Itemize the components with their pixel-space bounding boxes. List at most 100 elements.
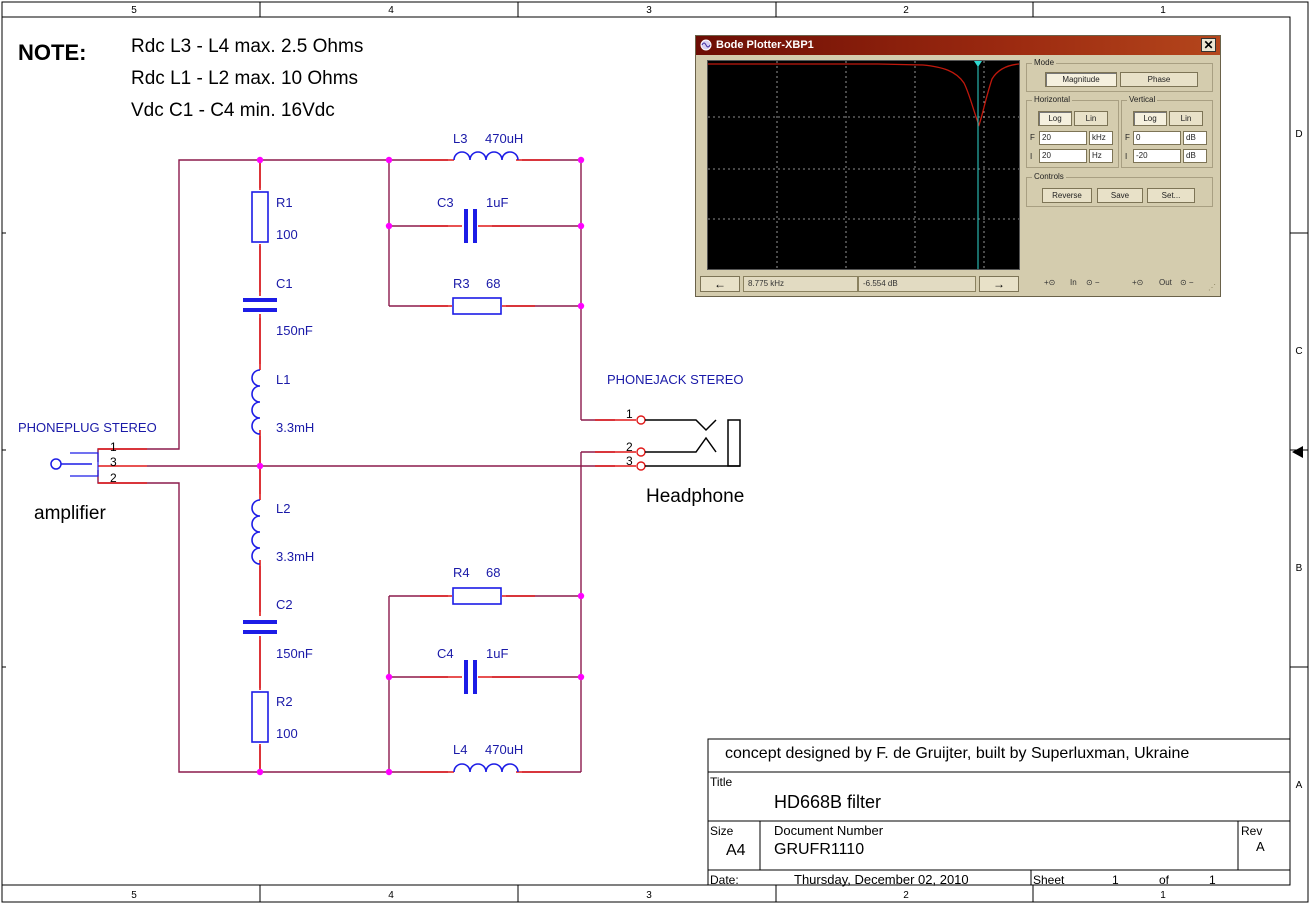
junction-dot bbox=[577, 302, 585, 310]
col-label: 5 bbox=[131, 890, 137, 901]
cursor-left-button[interactable]: ← bbox=[700, 276, 740, 292]
junction-dot bbox=[385, 673, 393, 681]
value-label: 470uH bbox=[485, 131, 523, 146]
bode-plotter-window[interactable]: Bode Plotter-XBP1 ✕ Mode Magnitude Phase… bbox=[695, 35, 1221, 297]
resistor-r3[interactable] bbox=[452, 297, 502, 315]
center-marker-icon bbox=[1292, 446, 1303, 458]
col-label: 2 bbox=[903, 5, 909, 16]
pin-stubs bbox=[98, 159, 636, 773]
resistor-r4[interactable] bbox=[452, 587, 502, 605]
phase-button[interactable]: Phase bbox=[1120, 72, 1198, 87]
title-block bbox=[707, 738, 1291, 886]
value-label: 3.3mH bbox=[276, 549, 314, 564]
h-i-label: I bbox=[1030, 152, 1033, 161]
controls-label: Controls bbox=[1032, 172, 1066, 181]
jack-pin-icon bbox=[636, 447, 646, 457]
pin-number: 3 bbox=[626, 454, 633, 468]
note-line: Rdc L3 - L4 max. 2.5 Ohms bbox=[131, 36, 363, 57]
col-label: 3 bbox=[646, 5, 652, 16]
junction-dot bbox=[385, 222, 393, 230]
resistor-r1[interactable] bbox=[251, 191, 269, 243]
size-label: Size bbox=[710, 824, 734, 838]
horizontal-log-button[interactable]: Log bbox=[1038, 111, 1072, 126]
col-label: 4 bbox=[388, 5, 394, 16]
of-value: 1 bbox=[1209, 873, 1216, 887]
row-label: A bbox=[1296, 780, 1303, 791]
ref-label: L2 bbox=[276, 501, 290, 516]
save-button[interactable]: Save bbox=[1097, 188, 1143, 203]
col-label: 1 bbox=[1160, 5, 1166, 16]
inductor-l3[interactable] bbox=[453, 151, 519, 161]
pin-number: 3 bbox=[110, 455, 117, 469]
v-final-input[interactable]: 0 bbox=[1133, 131, 1181, 145]
cursor-handle-icon[interactable] bbox=[974, 61, 982, 67]
in-plus-terminal-icon[interactable]: +⊙ bbox=[1044, 278, 1056, 287]
date-label: Date: bbox=[710, 873, 739, 887]
vertical-lin-button[interactable]: Lin bbox=[1169, 111, 1203, 126]
out-label: Out bbox=[1159, 278, 1172, 287]
rev-value: A bbox=[1256, 839, 1265, 854]
close-button[interactable]: ✕ bbox=[1201, 38, 1216, 52]
capacitor-c2[interactable] bbox=[243, 620, 277, 634]
bode-title: Bode Plotter-XBP1 bbox=[716, 39, 814, 51]
ref-label: R1 bbox=[276, 195, 293, 210]
date-value: Thursday, December 02, 2010 bbox=[794, 872, 969, 887]
out-minus-terminal-icon[interactable]: ⊙ − bbox=[1180, 278, 1194, 287]
value-label: 100 bbox=[276, 726, 298, 741]
phonejack-connector[interactable]: PHONEJACK STEREO 1 2 3 Headphone bbox=[607, 372, 744, 507]
inductor-l2[interactable] bbox=[251, 499, 261, 565]
capacitor-c4[interactable] bbox=[464, 660, 477, 694]
magnitude-button[interactable]: Magnitude bbox=[1045, 72, 1117, 87]
reverse-button[interactable]: Reverse bbox=[1042, 188, 1092, 203]
capacitors bbox=[243, 209, 477, 694]
controls-group bbox=[1026, 177, 1213, 207]
junction-dot bbox=[577, 592, 585, 600]
resize-grip-icon[interactable]: ⋰ bbox=[1208, 283, 1216, 292]
row-label: B bbox=[1296, 563, 1303, 574]
value-label: 3.3mH bbox=[276, 420, 314, 435]
capacitor-c1[interactable] bbox=[243, 298, 277, 312]
inductor-l1[interactable] bbox=[251, 369, 261, 435]
row-label: C bbox=[1295, 346, 1302, 357]
col-label: 4 bbox=[388, 890, 394, 901]
cursor-right-button[interactable]: → bbox=[979, 276, 1019, 292]
resistor-r2[interactable] bbox=[251, 691, 269, 743]
mode-label: Mode bbox=[1032, 58, 1057, 67]
in-minus-terminal-icon[interactable]: ⊙ − bbox=[1086, 278, 1100, 287]
h-f-label: F bbox=[1030, 133, 1035, 142]
frequency-readout: 8.775 kHz bbox=[743, 276, 858, 292]
ref-label: R2 bbox=[276, 694, 293, 709]
ref-label: C2 bbox=[276, 597, 293, 612]
vertical-label: Vertical bbox=[1127, 95, 1158, 104]
h-initial-input[interactable]: 20 bbox=[1039, 149, 1087, 163]
v-initial-unit[interactable]: dB bbox=[1183, 149, 1207, 163]
value-label: 150nF bbox=[276, 646, 313, 661]
h-initial-unit[interactable]: Hz bbox=[1089, 149, 1113, 163]
bode-display[interactable] bbox=[707, 60, 1020, 270]
plug-name: amplifier bbox=[34, 503, 106, 524]
value-label: 68 bbox=[486, 565, 500, 580]
note-heading: NOTE: bbox=[18, 40, 86, 65]
title-label: Title bbox=[710, 775, 733, 789]
plug-label: PHONEPLUG STEREO bbox=[18, 420, 157, 435]
capacitor-c3[interactable] bbox=[464, 209, 477, 243]
sheet-value: 1 bbox=[1112, 873, 1119, 887]
ref-label: C1 bbox=[276, 276, 293, 291]
bode-plot bbox=[708, 61, 1020, 269]
v-final-unit[interactable]: dB bbox=[1183, 131, 1207, 145]
set-button[interactable]: Set... bbox=[1147, 188, 1195, 203]
phoneplug-connector[interactable]: PHONEPLUG STEREO 1 3 2 amplifier bbox=[18, 420, 157, 524]
inductor-l4[interactable] bbox=[453, 763, 519, 773]
bode-titlebar[interactable]: Bode Plotter-XBP1 ✕ bbox=[696, 36, 1220, 55]
out-plus-terminal-icon[interactable]: +⊙ bbox=[1132, 278, 1144, 287]
h-final-input[interactable]: 20 bbox=[1039, 131, 1087, 145]
horizontal-label: Horizontal bbox=[1032, 95, 1073, 104]
v-initial-input[interactable]: -20 bbox=[1133, 149, 1181, 163]
pin-number: 1 bbox=[626, 407, 633, 421]
component-labels: R1 100 C1 150nF L1 3.3mH L2 3.3mH C2 150… bbox=[276, 131, 523, 757]
vertical-log-button[interactable]: Log bbox=[1133, 111, 1167, 126]
horizontal-lin-button[interactable]: Lin bbox=[1074, 111, 1108, 126]
h-final-unit[interactable]: kHz bbox=[1089, 131, 1113, 145]
